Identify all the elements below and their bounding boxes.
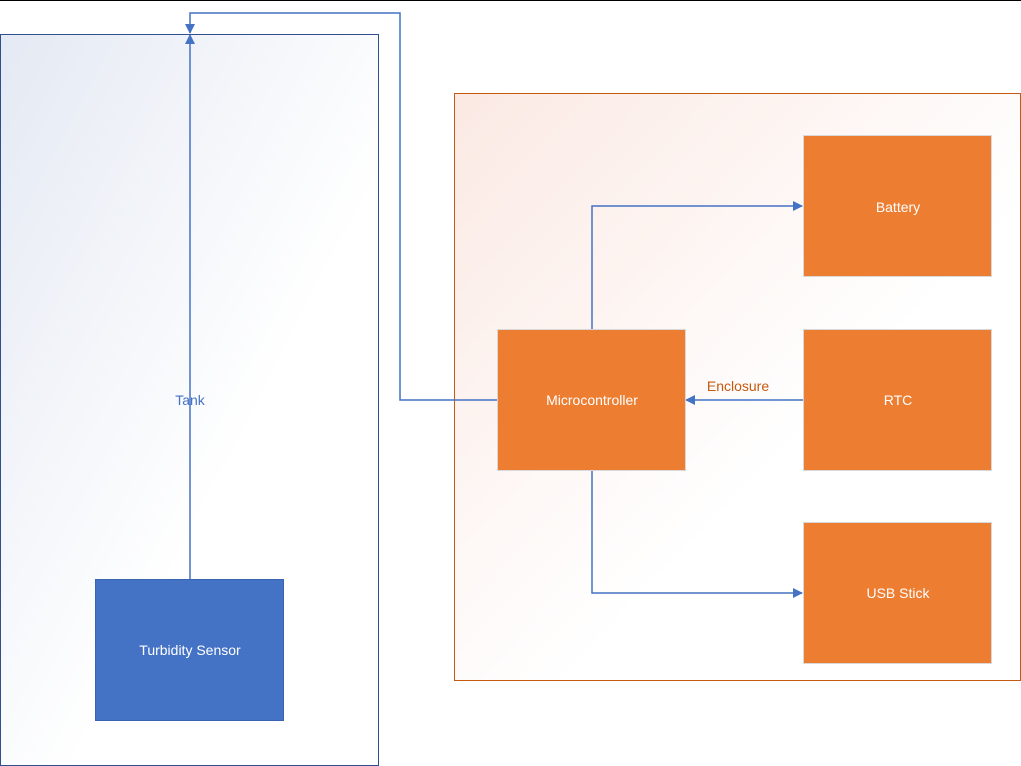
usb-stick-label: USB Stick <box>866 585 930 601</box>
connector-microcontroller-to-tank <box>185 12 497 401</box>
turbidity-sensor-label: Turbidity Sensor <box>139 642 241 658</box>
tank-label: Tank <box>175 392 206 408</box>
enclosure-label: Enclosure <box>707 378 769 394</box>
battery-label: Battery <box>876 199 920 215</box>
usb-stick-block[interactable]: USB Stick <box>803 522 992 664</box>
rtc-label: RTC <box>884 392 913 408</box>
connector-microcontroller-to-usb <box>591 470 803 598</box>
microcontroller-block[interactable]: Microcontroller <box>497 329 686 471</box>
microcontroller-label: Microcontroller <box>546 392 638 408</box>
connector-microcontroller-to-battery <box>591 201 803 329</box>
rtc-block[interactable]: RTC <box>803 329 992 471</box>
turbidity-sensor-block[interactable]: Turbidity Sensor <box>95 579 284 721</box>
battery-block[interactable]: Battery <box>803 135 992 277</box>
